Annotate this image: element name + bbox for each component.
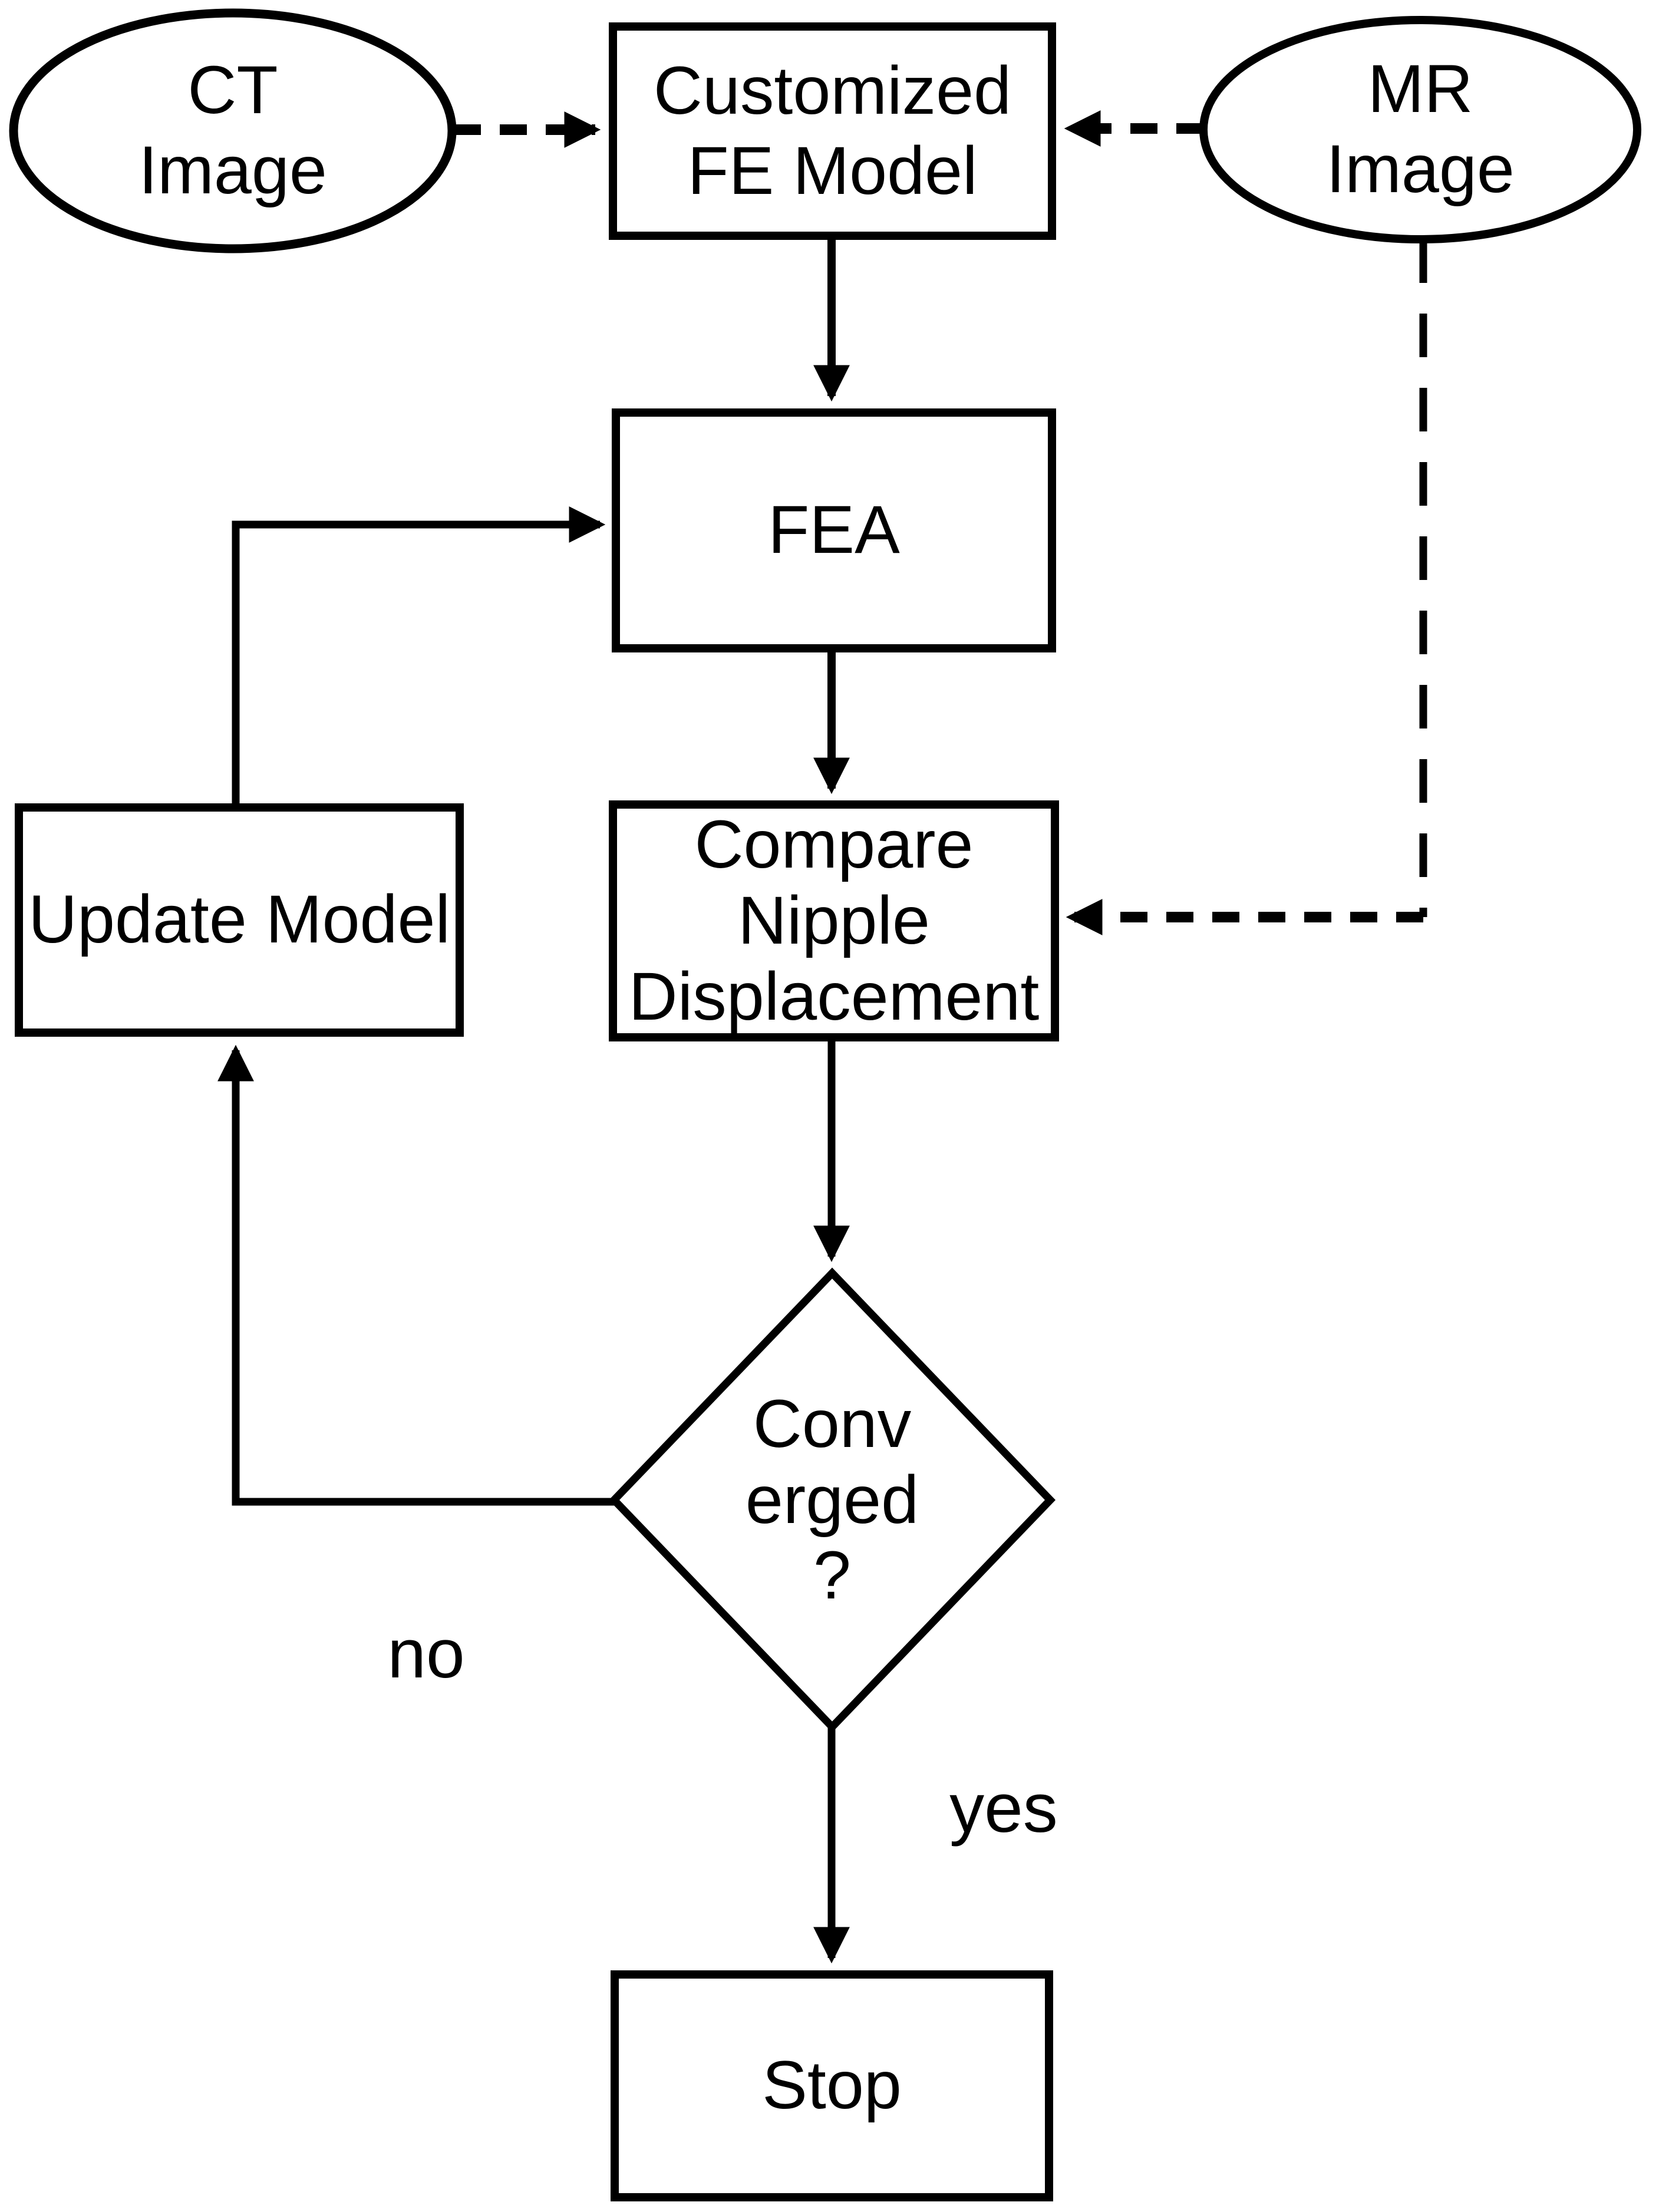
ct-image-ellipse <box>9 8 457 253</box>
node-update-model: Update Model <box>19 807 460 1033</box>
node-compare-nipple-displacement: Compare Nipple Displacement <box>613 805 1055 1037</box>
node-fe-model: Customized FE Model <box>613 27 1052 236</box>
update-model-box <box>15 803 464 1037</box>
stop-box <box>611 1970 1053 2201</box>
node-mr-image: MR Image <box>1203 20 1637 239</box>
node-ct-image: CT Image <box>14 13 452 249</box>
converged-diamond <box>608 1267 1056 1733</box>
edge-label-no: no <box>387 1615 465 1693</box>
node-label-line: Customized <box>653 52 1012 128</box>
edge-label-yes: yes <box>949 1769 1058 1847</box>
node-label-line: Update Model <box>28 882 450 958</box>
edge-converged-no-to-update <box>217 1044 614 1506</box>
node-label-line: Image <box>138 133 327 208</box>
node-label-line: Compare <box>694 807 974 883</box>
node-converged-decision: Conv erged ? <box>614 1273 1050 1727</box>
node-label-line: Nipple <box>737 883 931 959</box>
node-label-line: Image <box>1326 131 1515 207</box>
node-label-line: Conv <box>753 1386 912 1462</box>
node-label-line: FE Model <box>687 133 978 209</box>
fea-box <box>612 408 1056 652</box>
node-label-line: MR <box>1367 51 1473 127</box>
node-stop: Stop <box>615 1974 1049 2197</box>
edge-update-to-fea <box>232 506 606 807</box>
node-label-line: erged <box>745 1462 919 1538</box>
node-label-line: Stop <box>762 2048 902 2124</box>
node-label-line: FEA <box>768 492 900 568</box>
mr-image-ellipse <box>1199 16 1641 243</box>
node-label-line: CT <box>187 52 278 128</box>
node-label-line: ? <box>813 1538 851 1614</box>
node-label-line: Displacement <box>628 958 1040 1034</box>
compare-box <box>609 800 1059 1041</box>
node-fea: FEA <box>616 413 1052 648</box>
fe-model-box <box>609 22 1056 240</box>
